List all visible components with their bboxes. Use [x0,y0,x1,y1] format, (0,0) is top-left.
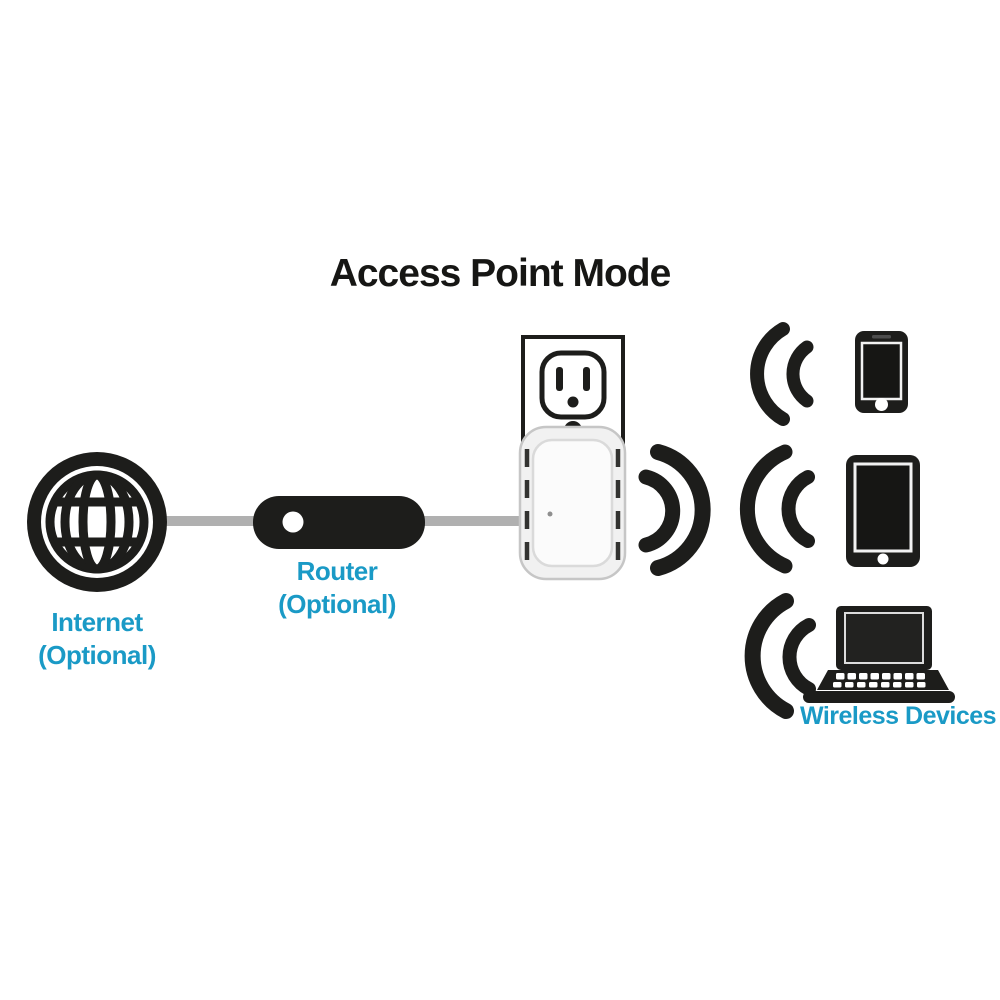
wifi-waves-icon [638,444,711,576]
router-icon [253,496,425,549]
router-label: Router (Optional) [237,555,437,620]
laptop-icon [803,606,955,703]
wifi-waves-icon [744,593,816,719]
smartphone-icon [855,331,908,413]
tablet-icon [846,455,920,567]
globe-icon [27,452,167,592]
wifi-waves-icon [739,444,815,574]
internet-label-line2: (Optional) [38,639,156,670]
wireless-devices-label-text: Wireless Devices [799,702,997,730]
extender-device-icon [518,425,627,581]
wifi-waves-icon [750,322,814,426]
router-label-line2: (Optional) [278,588,396,619]
router-label-line1: Router [296,556,378,586]
diagram-title: Access Point Mode [329,252,672,295]
internet-label: Internet (Optional) [0,606,197,671]
wireless-devices-label: Wireless Devices [768,701,1000,732]
internet-label-line1: Internet [51,607,143,637]
